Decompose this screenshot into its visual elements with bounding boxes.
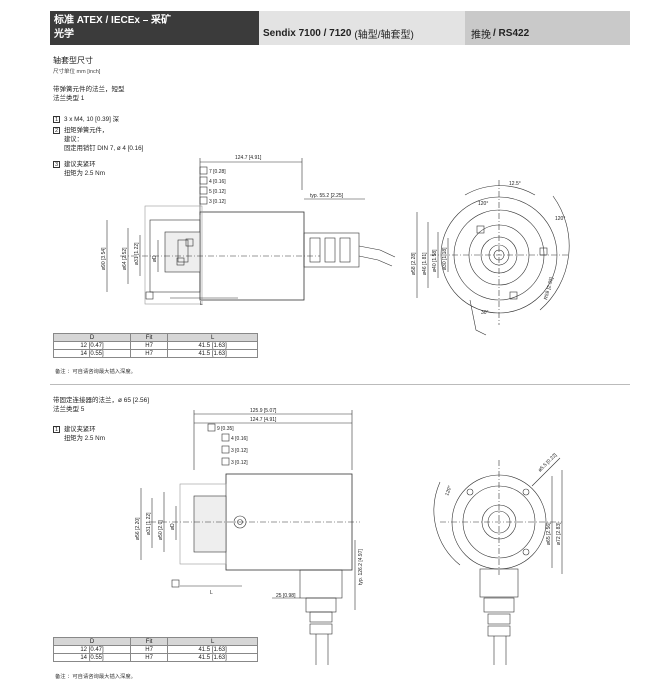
fit-table-2: D Fit L 12 [0.47] H7 41.5 [1.63] 14 [0.5…: [52, 637, 258, 662]
dim-s2-9: 9 [0.35]: [217, 426, 234, 432]
drawing1-side-view: 124.7 [4.91] 7 [0.28] 4 [0.16] 5 [0.12] …: [101, 155, 396, 307]
dim-phi-d: øD: [152, 255, 158, 262]
flange1-description: 带弹簧元件的法兰，短型: [53, 86, 125, 93]
header-product: Sendix 7100 / 7120 (轴型/轴套型): [259, 11, 465, 45]
note-2-recommend: 建议：: [64, 136, 83, 143]
note-number: 3: [53, 161, 60, 168]
table2-note: 备注 ：可自请咨询最大插入深度。: [55, 674, 136, 680]
dim-overall-length: 124.7 [4.91]: [235, 155, 262, 161]
dim-s2-side: 25 [0.98]: [276, 593, 296, 599]
dim-s2-4: 4 [0.16]: [231, 436, 248, 442]
dim-s2-3b: 3 [0.12]: [231, 460, 248, 466]
dim-s2-phi-65: ø65 [2.56]: [546, 522, 552, 545]
header-title-line2: 光学: [54, 29, 74, 40]
note-number: 2: [53, 127, 60, 134]
note-s2-torque: 扭矩为 2.5 Nm: [64, 435, 105, 442]
dim-5: 5 [0.12]: [209, 189, 226, 195]
dim-7: 7 [0.28]: [209, 169, 226, 175]
dim-s2-angle-120: 120°: [444, 485, 453, 497]
dim-s2-phi-56: ø56 [2.20]: [135, 517, 141, 540]
cell-l: 41.5 [1.63]: [167, 349, 258, 358]
dim-s2-phi-50: ø50 [2.0]: [158, 520, 164, 540]
header-interface: 推挽 / RS422: [465, 11, 630, 45]
table-row: 12 [0.47] H7 41.5 [1.63]: [52, 341, 258, 350]
interface-type: 推挽: [471, 29, 491, 41]
dim-4: 4 [0.16]: [209, 179, 226, 185]
dim-s2-phi-31: ø31 [1.22]: [146, 512, 152, 535]
dim-angle-120b: 120°: [555, 216, 565, 222]
note-3: 3 建议夹紧环: [53, 161, 95, 169]
dim-l: L: [200, 301, 203, 307]
note-3-torque: 扭矩为 2.5 Nm: [64, 170, 105, 177]
note-s2-1: 1 建议夹紧环: [53, 426, 95, 434]
flange2-type: 法兰类型 5: [53, 406, 85, 413]
section-divider: [50, 384, 630, 385]
dim-phi-64: ø64 [2.52]: [122, 247, 128, 270]
drawing1-front-view: ø58 [2.28] ø46 [1.81] ø40 [1.58] ø30 [1.…: [411, 180, 570, 336]
dim-angle-120a: 120°: [478, 201, 488, 207]
fit-table-1: D Fit L 12 [0.47] H7 41.5 [1.63] 14 [0.5…: [52, 333, 258, 358]
dim-typ: typ. 55.2 [2.25]: [310, 193, 344, 199]
dim-s2-phi-72: ø72 [2.83]: [556, 522, 562, 545]
dim-phi-58: ø58 [2.28]: [411, 252, 417, 275]
note-text: 建议夹紧环: [64, 426, 96, 433]
table-row: 14 [0.55] H7 41.5 [1.63]: [52, 349, 258, 358]
page-header: 标准 ATEX / IECEx – 采矿 光学 Sendix 7100 / 71…: [50, 11, 630, 45]
drawing2-side-view: 125.9 [5.07] 124.7 [4.91] 9 [0.35] 4 [0.…: [135, 408, 364, 665]
interface-bus: / RS422: [493, 27, 530, 39]
flange2-description: 带固定连接器的法兰，ø 65 [2.56]: [53, 397, 150, 404]
dim-angle-12-5: 12.5°: [509, 181, 521, 187]
dim-radius: R59 [2.32]: [543, 276, 555, 300]
cell-fit: H7: [130, 349, 169, 358]
dim-s2-3a: 3 [0.12]: [231, 448, 248, 454]
note-2: 2 扭矩弹簧元件，: [53, 127, 108, 135]
dim-angle-30: 30°: [481, 310, 489, 316]
cell-l: 41.5 [1.63]: [167, 653, 258, 662]
dim-3: 3 [0.12]: [209, 199, 226, 205]
dim-phi-40: ø40 [1.58]: [432, 249, 438, 272]
dim-phi-30: ø30 [1.18]: [442, 247, 448, 270]
note-number: 1: [53, 426, 60, 433]
product-name: Sendix 7100 / 7120: [263, 27, 352, 39]
dim-phi-46: ø46 [1.81]: [422, 252, 428, 275]
note-1: 1 3 x M4, 10 [0.39] 深: [53, 116, 119, 124]
table1-note: 备注 ：可自请咨询最大插入深度。: [55, 369, 136, 375]
dim-s2-overall-b: 124.7 [4.91]: [250, 417, 277, 423]
cell-fit: H7: [130, 653, 169, 662]
product-variant: (轴型/轴套型): [354, 29, 414, 41]
dim-s2-overall-a: 125.9 [5.07]: [250, 408, 277, 414]
note-text: 建议夹紧环: [64, 161, 96, 168]
dim-phi-31: ø31 [1.22]: [134, 242, 140, 265]
note-text: 3 x M4, 10 [0.39] 深: [64, 116, 119, 123]
dim-s2-l: L: [210, 590, 213, 596]
unit-note: 尺寸单位 mm [inch]: [53, 69, 101, 75]
table-row: 14 [0.55] H7 41.5 [1.63]: [52, 653, 258, 662]
flange1-type: 法兰类型 1: [53, 95, 85, 102]
header-category: 标准 ATEX / IECEx – 采矿 光学: [50, 11, 259, 45]
note-number: 1: [53, 116, 60, 123]
dim-s2-phi-d: øD: [170, 523, 176, 530]
section1-title: 轴套型尺寸: [53, 56, 93, 65]
drawing2-front-view: ø5.5 [0.22] 120° ø65 [2.56] ø72 [2.83]: [433, 452, 563, 665]
header-title-line1: 标准 ATEX / IECEx – 采矿: [54, 15, 172, 26]
note-text: 扭矩弹簧元件，: [64, 127, 109, 134]
note-2-pin: 固定用销钉 DIN 7, ø 4 [0.16]: [64, 145, 144, 152]
dim-s2-typ: typ. 126.2 [4.97]: [358, 549, 364, 585]
dim-phi-90: ø90 [3.54]: [101, 247, 107, 270]
